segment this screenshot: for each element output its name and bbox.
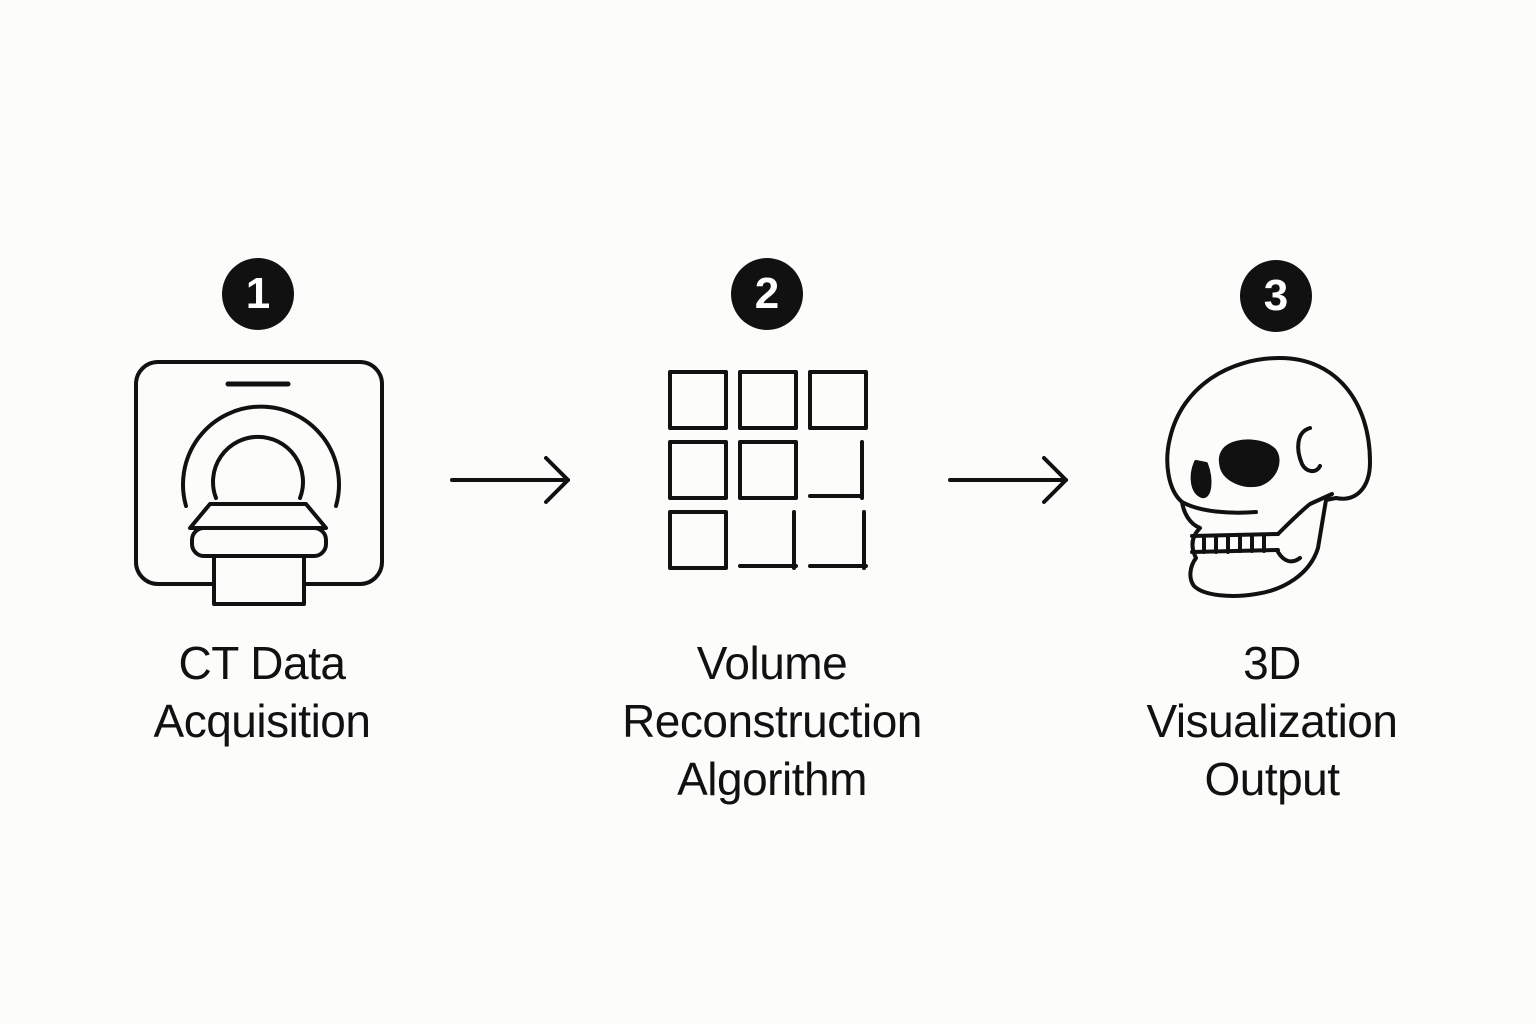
step-3-badge: 3 [1240, 260, 1312, 332]
arrow-right-icon [450, 456, 570, 504]
step-3-label-line: Visualization [1146, 695, 1398, 747]
step-2-badge: 2 [731, 258, 803, 330]
ct-scanner-icon [134, 360, 384, 606]
step-2-label-line: Volume [696, 637, 848, 689]
voxel-grid-icon [668, 370, 868, 570]
step-1-label: CT Data Acquisition [52, 634, 472, 750]
step-1-badge: 1 [222, 258, 294, 330]
step-2-label-line: Algorithm [677, 753, 867, 805]
step-1-label-line: CT Data [178, 637, 346, 689]
step-3-label-line: Output [1204, 753, 1340, 805]
skull-icon [1165, 356, 1372, 598]
step-3-label: 3D Visualization Output [1062, 634, 1482, 808]
arrow-right-icon [948, 456, 1068, 504]
step-2-label-line: Reconstruction [622, 695, 922, 747]
step-1-label-line: Acquisition [153, 695, 371, 747]
step-3-label-line: 3D [1243, 637, 1301, 689]
step-2-label: Volume Reconstruction Algorithm [562, 634, 982, 808]
